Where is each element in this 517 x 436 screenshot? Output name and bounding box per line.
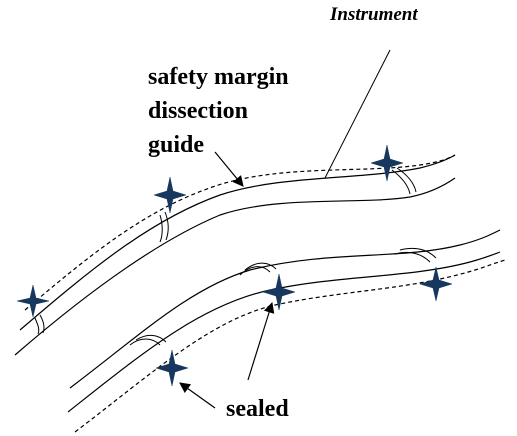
seal-band xyxy=(244,262,277,271)
instrument-leader-line xyxy=(324,49,391,179)
lower-vessel-wall-top xyxy=(69,229,501,389)
upper-vessel xyxy=(14,154,456,356)
lower-dissection-guide-line xyxy=(74,259,506,433)
instrument-label: Instrument xyxy=(330,4,418,25)
seal-band xyxy=(164,211,169,241)
seal-band xyxy=(159,214,163,243)
four-point-star-icon xyxy=(370,144,404,182)
safety-margin-label-line-3: guide xyxy=(148,132,205,158)
sealed-arrow-upper xyxy=(247,301,275,381)
seal-markers xyxy=(16,144,453,387)
seal-band xyxy=(34,317,40,335)
four-point-star-icon xyxy=(419,266,453,302)
upper-vessel-wall-top xyxy=(19,154,456,331)
dissection-guide-arrow xyxy=(214,151,244,187)
four-point-star-icon xyxy=(262,273,296,311)
safety-margin-label-line-2: dissection xyxy=(148,98,249,124)
safety-margin-label: safety margin dissection guide xyxy=(148,60,289,162)
upper-dissection-guide-line xyxy=(24,154,456,311)
safety-margin-label-line-1: safety margin xyxy=(148,64,289,90)
seal-band xyxy=(39,314,45,334)
four-point-star-icon xyxy=(153,176,187,214)
sealed-arrow-lower xyxy=(179,382,216,409)
seal-band xyxy=(396,167,417,193)
lower-vessel xyxy=(67,229,501,413)
sealed-label: sealed xyxy=(226,396,289,422)
four-point-star-icon xyxy=(155,349,189,387)
seal-band xyxy=(399,247,437,259)
seal-band xyxy=(391,169,411,195)
seal-band xyxy=(239,266,271,276)
upper-vessel-wall-bottom xyxy=(14,177,456,356)
four-point-star-icon xyxy=(16,284,50,318)
seal-band xyxy=(129,338,161,346)
seal-bands xyxy=(34,167,437,346)
seal-band xyxy=(394,251,431,263)
seal-band xyxy=(135,334,167,343)
lower-vessel-wall-bottom xyxy=(67,251,501,413)
